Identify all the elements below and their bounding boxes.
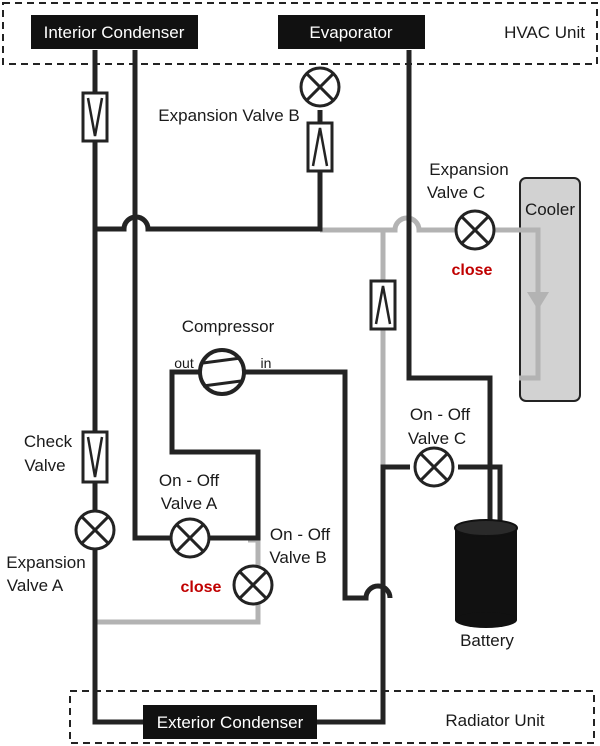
- check-valve-evaporator: [306, 121, 334, 173]
- expansion-valve-a-label-line2: Valve A: [7, 576, 64, 595]
- radiator-unit-label: Radiator Unit: [445, 711, 544, 730]
- cooler-body: [519, 177, 581, 402]
- expansion-valve-b-label: Expansion Valve B: [158, 106, 299, 125]
- on-off-valve-c-label-line2: Valve C: [408, 429, 466, 448]
- battery: Battery: [454, 519, 518, 650]
- expansion-valve-c-state: close: [452, 262, 493, 279]
- evaporator: Evaporator: [278, 15, 425, 49]
- check-valve-label-line2: Valve: [24, 456, 65, 475]
- exterior-condenser-box: [143, 705, 317, 739]
- check-valve: [81, 430, 109, 484]
- cooler: Cooler: [519, 177, 581, 402]
- battery-label: Battery: [460, 631, 514, 650]
- check-valve-grey-branch: [369, 279, 397, 331]
- expansion-valve-c-label-line2: Valve C: [427, 183, 485, 202]
- expansion-valve-c: [454, 209, 496, 251]
- evaporator-box: [278, 15, 425, 49]
- check-valve-interior: [81, 91, 109, 143]
- expansion-valve-a-label-line1: Expansion: [6, 553, 85, 572]
- check-valve-label-line1: Check: [24, 432, 73, 451]
- cooler-label: Cooler: [525, 200, 575, 219]
- exterior-condenser: Exterior Condenser: [143, 705, 317, 739]
- on-off-valve-a-label-line2: Valve A: [161, 494, 218, 513]
- compressor-out-label: out: [174, 355, 194, 371]
- on-off-valve-b-state: close: [181, 579, 222, 596]
- active-pipes: [92, 50, 503, 725]
- on-off-valve-b: [232, 564, 274, 606]
- compressor-body: [198, 348, 246, 396]
- compressor: Compressor out in: [174, 317, 275, 396]
- on-off-valve-a-label-line1: On - Off: [159, 471, 219, 490]
- evaporator-label: Evaporator: [309, 23, 392, 42]
- hvac-unit-boundary: [2, 2, 598, 65]
- expansion-valve-a: [74, 509, 116, 551]
- on-off-valve-b-label-line2: Valve B: [269, 548, 326, 567]
- on-off-valve-c: [413, 446, 455, 488]
- expansion-valve-c-label-line1: Expansion: [429, 160, 508, 179]
- battery-body: [455, 528, 517, 620]
- on-off-valve-a: [169, 517, 211, 559]
- interior-condenser-box: [31, 15, 198, 49]
- hvac-unit-label: HVAC Unit: [504, 23, 585, 42]
- flow-arrow-icon: [527, 292, 549, 310]
- compressor-label: Compressor: [182, 317, 275, 336]
- interior-condenser-label: Interior Condenser: [44, 23, 185, 42]
- on-off-valve-c-label-line1: On - Off: [410, 405, 470, 424]
- interior-condenser: Interior Condenser: [31, 15, 198, 49]
- compressor-in-label: in: [261, 355, 272, 371]
- exterior-condenser-label: Exterior Condenser: [157, 713, 304, 732]
- expansion-valve-b: [299, 66, 341, 108]
- on-off-valve-b-label-line1: On - Off: [270, 525, 330, 544]
